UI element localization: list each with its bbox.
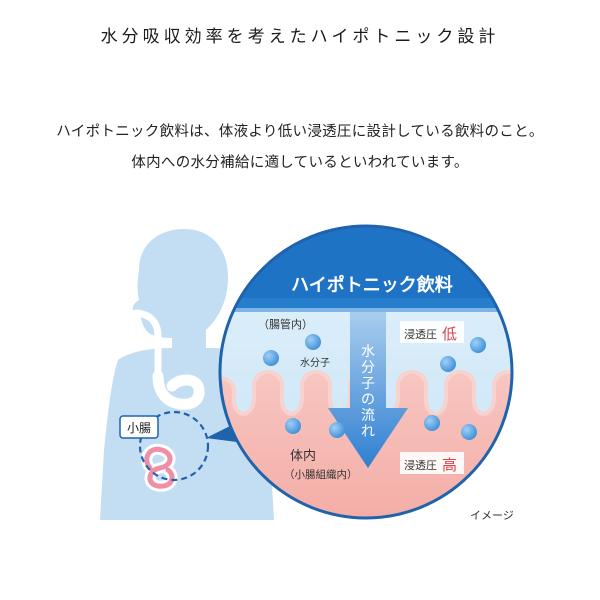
svg-text:の: の — [361, 392, 375, 408]
water-molecule — [285, 418, 301, 434]
svg-text:れ: れ — [361, 424, 375, 440]
molecule-label: 水分子 — [300, 357, 330, 369]
tissue-sublabel: （小腸組織内） — [284, 468, 358, 481]
svg-text:高: 高 — [442, 456, 457, 474]
flow-label: 水 分 子 の 流 れ — [361, 344, 375, 440]
digestive-tract — [132, 309, 205, 492]
water-molecule — [263, 350, 279, 366]
svg-text:低: 低 — [442, 325, 457, 343]
water-molecule — [461, 424, 477, 440]
svg-text:小腸: 小腸 — [127, 421, 151, 435]
svg-text:浸透圧: 浸透圧 — [404, 328, 437, 341]
water-molecule — [305, 334, 321, 350]
lumen-label: （腸管内） — [258, 317, 313, 331]
small-intestine-label: 小腸 — [119, 415, 159, 439]
image-caption: イメージ — [470, 509, 514, 522]
water-flow-arrow — [328, 312, 408, 468]
page-title: 水分吸収効率を考えたハイポトニック設計 — [100, 27, 500, 47]
banner-label: ハイポトニック飲料 — [291, 274, 453, 296]
water-molecule — [424, 415, 440, 431]
tissue-label: 体内 — [290, 448, 316, 464]
svg-text:子: 子 — [361, 376, 375, 392]
water-molecules — [263, 334, 486, 440]
water-molecule — [440, 356, 456, 372]
water-molecule — [470, 337, 486, 353]
svg-text:水: 水 — [361, 344, 375, 360]
small-intestine-highlight — [144, 446, 175, 489]
water-molecule — [329, 422, 345, 438]
svg-text:流: 流 — [361, 408, 375, 424]
description-line-2: 体内への水分補給に適しているといわれています。 — [131, 155, 469, 171]
osmotic-low-label: 浸透圧 低 — [400, 321, 464, 343]
svg-text:浸透圧: 浸透圧 — [404, 459, 437, 472]
magnified-circle-border — [218, 224, 514, 520]
description-line-1: ハイポトニック飲料は、体液より低い浸透圧に設計している飲料のこと。 — [56, 124, 544, 140]
osmotic-high-label: 浸透圧 高 — [400, 452, 464, 474]
focus-circle — [138, 410, 210, 482]
svg-text:分: 分 — [361, 360, 375, 376]
